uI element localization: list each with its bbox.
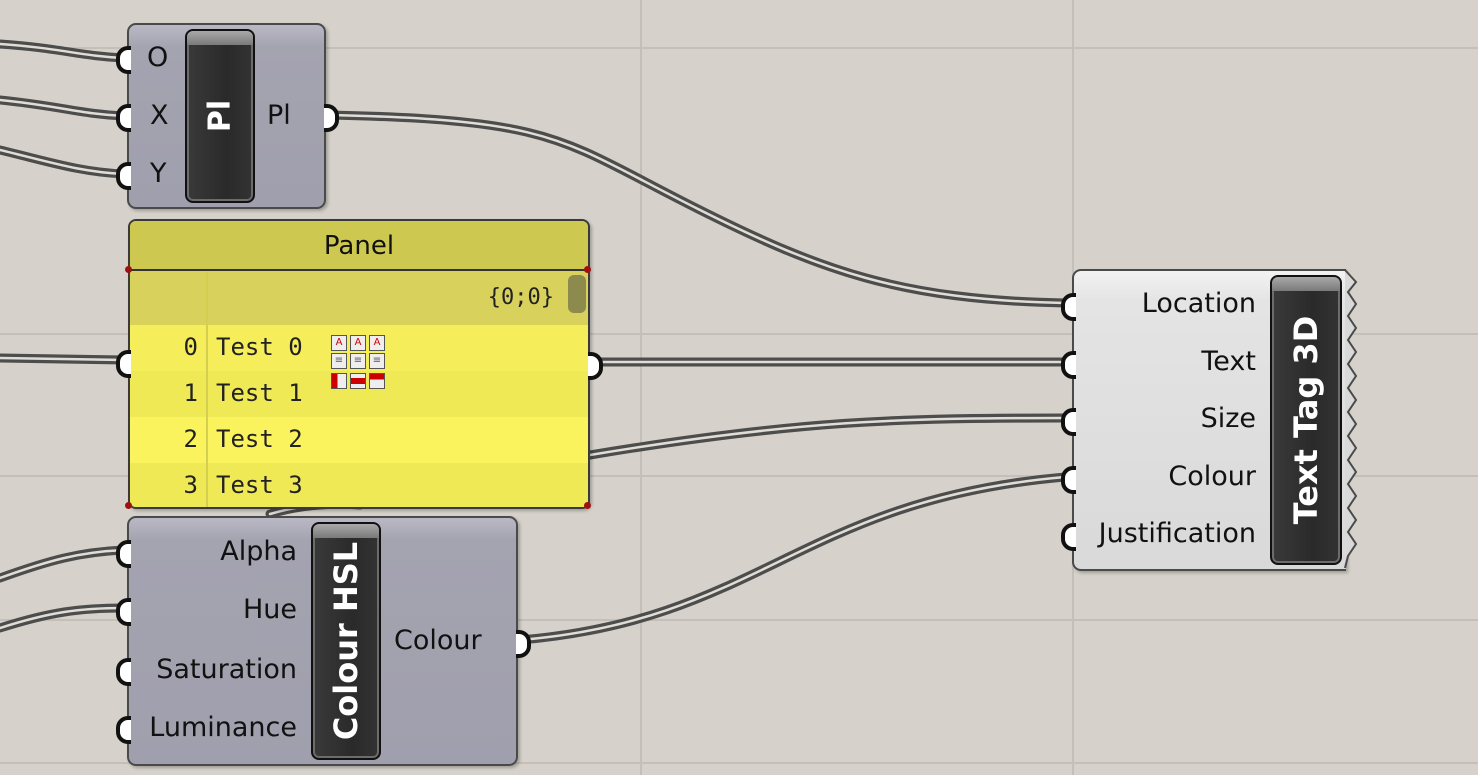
input-grip-luminance[interactable] [116, 716, 131, 744]
panel-component[interactable]: Panel {0;0} 0 Test 0 1 Test 1 2 Test 2 3… [128, 219, 590, 509]
input-label-y: Y [150, 158, 167, 189]
justify-bottom-left-icon [331, 373, 347, 389]
list-value: Test 3 [216, 471, 303, 499]
input-grip-y[interactable] [116, 162, 131, 190]
justify-middle-right-icon: ≡ [369, 353, 385, 369]
input-grip-location[interactable] [1061, 293, 1076, 321]
panel-corner-handle[interactable] [584, 266, 591, 273]
list-value: Test 2 [216, 425, 303, 453]
panel-header[interactable]: Panel [130, 221, 588, 271]
input-grip-size[interactable] [1061, 408, 1076, 436]
colour-hsl-nickname-tab[interactable]: Colour HSL [311, 522, 381, 760]
panel-scrollbar[interactable] [568, 275, 586, 313]
panel-title: Panel [323, 231, 395, 261]
grid-line [0, 333, 1478, 335]
justify-bottom-right-icon [369, 373, 385, 389]
list-index: 0 [183, 333, 198, 361]
grid-line [0, 762, 1478, 764]
list-value: Test 1 [216, 379, 303, 407]
wire [0, 603, 129, 633]
input-grip-o[interactable] [116, 46, 131, 74]
input-label-luminance: Luminance [149, 712, 297, 743]
justify-bottom-center-icon [350, 373, 366, 389]
input-label-x: X [150, 100, 169, 131]
input-grip-hue[interactable] [116, 598, 131, 626]
input-grip-colour[interactable] [1061, 466, 1076, 494]
list-item[interactable]: 2 Test 2 [130, 417, 588, 463]
input-grip-justification[interactable] [1061, 523, 1076, 551]
list-value: Test 0 [216, 333, 303, 361]
text-tag-nickname: Text Tag 3D [1287, 315, 1325, 525]
pl-nickname: Pl [202, 99, 238, 133]
grid-line [0, 619, 1478, 621]
input-label-o: O [147, 42, 169, 73]
justify-middle-left-icon: ≡ [331, 353, 347, 369]
wire [515, 472, 1070, 645]
input-grip-alpha[interactable] [116, 540, 131, 568]
input-label-text: Text [1201, 346, 1256, 377]
panel-corner-handle[interactable] [584, 502, 591, 509]
output-grip-pl[interactable] [324, 104, 339, 132]
output-label-colour: Colour [394, 625, 482, 656]
text-tag-zigzag-edge [1344, 269, 1358, 569]
index-divider [206, 271, 208, 507]
wire [0, 545, 129, 583]
input-label-size: Size [1200, 403, 1256, 434]
text-tag-nickname-tab[interactable]: Text Tag 3D [1270, 275, 1342, 565]
list-index: 1 [183, 379, 198, 407]
justify-top-center-icon: A [350, 335, 366, 351]
pl-nickname-tab[interactable]: Pl [185, 29, 255, 203]
list-index: 3 [183, 471, 198, 499]
input-grip-x[interactable] [116, 104, 131, 132]
grid-line [0, 475, 1478, 477]
input-label-justification: Justification [1098, 518, 1256, 549]
justify-top-left-icon: A [331, 335, 347, 351]
justify-middle-center-icon: ≡ [350, 353, 366, 369]
input-label-location: Location [1141, 288, 1256, 319]
input-label-saturation: Saturation [156, 654, 297, 685]
panel-corner-handle[interactable] [125, 266, 132, 273]
grid-line [640, 0, 642, 775]
justify-top-right-icon: A [369, 335, 385, 351]
output-label-pl: Pl [267, 100, 291, 131]
list-index: 2 [183, 425, 198, 453]
panel-path: {0;0} [487, 285, 554, 310]
input-label-hue: Hue [242, 594, 297, 625]
panel-input-grip[interactable] [116, 350, 131, 378]
panel-corner-handle[interactable] [125, 502, 132, 509]
list-item[interactable]: 3 Test 3 [130, 463, 588, 507]
grid-line [0, 47, 1478, 49]
input-grip-saturation[interactable] [116, 658, 131, 686]
output-grip-colour[interactable] [516, 630, 531, 658]
colour-hsl-nickname: Colour HSL [327, 541, 365, 741]
panel-output-grip[interactable] [588, 352, 603, 380]
input-grip-text[interactable] [1061, 351, 1076, 379]
input-label-alpha: Alpha [220, 536, 297, 567]
input-label-colour: Colour [1168, 461, 1256, 492]
panel-path-row: {0;0} [130, 271, 588, 325]
